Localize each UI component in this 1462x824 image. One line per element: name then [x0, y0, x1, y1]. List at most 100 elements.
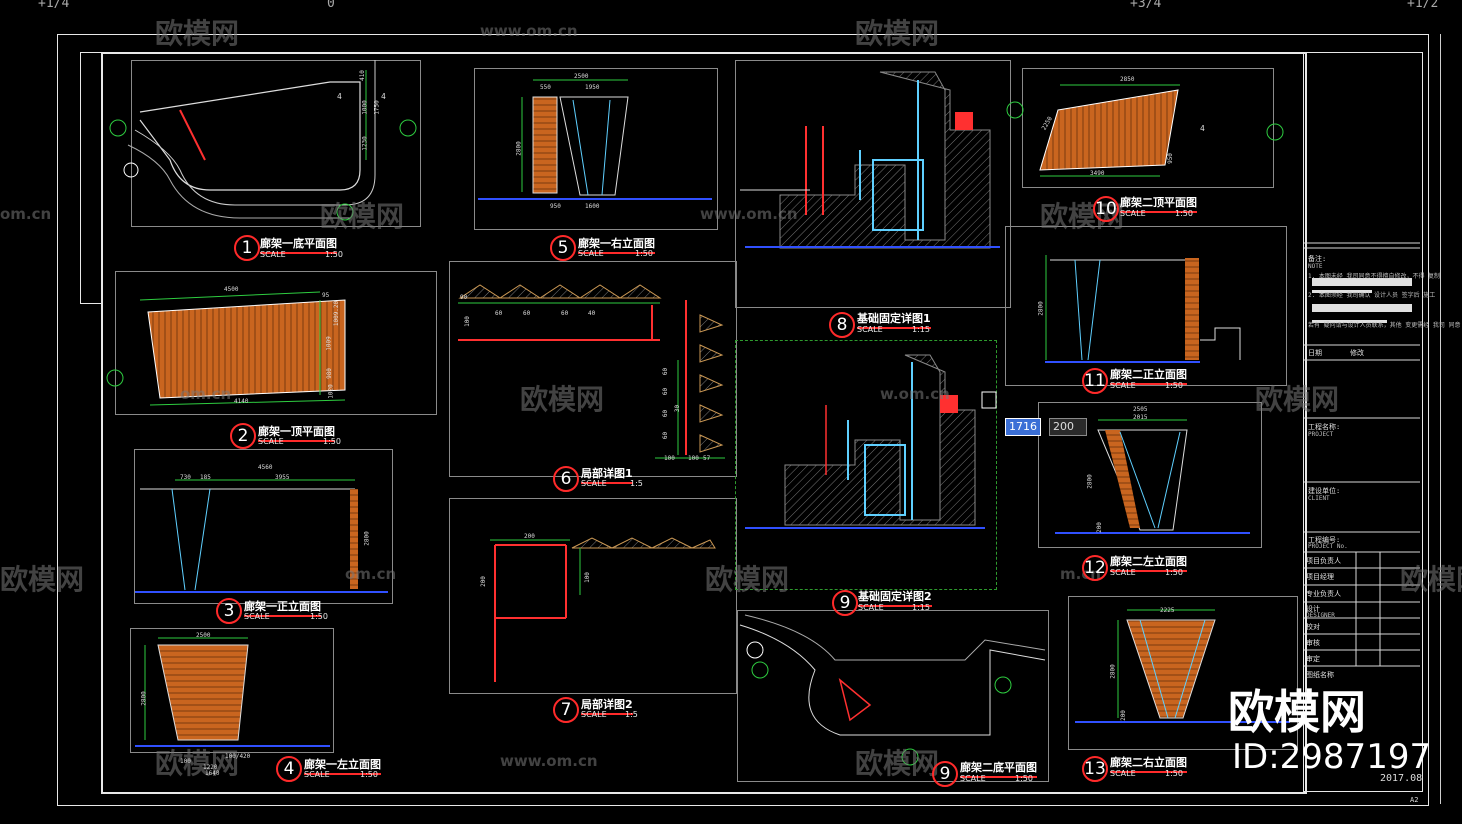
dim-7c: 100	[583, 572, 591, 583]
side-stamp-strip	[80, 52, 102, 304]
notes-label: 备注:	[1308, 255, 1327, 263]
role-7: 审定	[1306, 655, 1320, 663]
watermark-url-5: w.om.cn	[880, 385, 950, 403]
dim-3e: 2800	[363, 531, 371, 546]
dim-4e: 1640	[205, 770, 220, 777]
dim-5a: 2500	[574, 73, 589, 80]
right-edge-line	[1440, 34, 1441, 804]
row-label-date: 日期	[1308, 349, 1322, 357]
drawing-scale-6: 1:5	[630, 479, 643, 488]
project-no-en: PROJECT No.	[1308, 543, 1348, 550]
panel-3	[134, 449, 393, 604]
drawing-title-4: 廊架一左立面图	[304, 756, 381, 775]
dim-13b: 2800	[1109, 664, 1117, 679]
dim-1f: 4	[381, 92, 386, 101]
drawing-scale-label-1: SCALE	[260, 250, 286, 259]
dim-10c: 950	[1166, 153, 1174, 164]
panel-7	[449, 498, 737, 694]
dim-7b: 200	[479, 576, 487, 587]
project-name-label: 工程名称:	[1308, 423, 1341, 431]
drawing-scale-label-9b: SCALE	[960, 774, 986, 783]
panel-4	[130, 628, 334, 753]
dim-5c: 1950	[585, 84, 600, 91]
watermark-5: 欧模网	[520, 383, 605, 416]
watermark-8: 欧模网	[705, 563, 790, 596]
sheet-date: 2017.08	[1380, 773, 1423, 784]
panel-2	[115, 271, 437, 415]
drawing-scale-label-5: SCALE	[578, 249, 604, 258]
dim-2a: 4500	[224, 286, 239, 293]
dim-2f: 1020	[327, 384, 335, 399]
grid-label-3: +3/4	[1130, 0, 1162, 11]
dim-6h: 60	[662, 387, 670, 396]
drawing-title-3: 廊架一正立面图	[244, 598, 321, 617]
drawing-number-5: 5	[550, 235, 576, 261]
client-en: CLIENT	[1308, 495, 1330, 502]
drawing-number-13: 13	[1082, 756, 1108, 782]
drawing-number-9b: 9	[932, 761, 958, 787]
dim-4a: 2500	[196, 632, 211, 639]
grid-label-2: 0	[327, 0, 335, 11]
drawing-scale-3: 1:50	[310, 612, 328, 621]
dim-6e: 40	[588, 310, 596, 317]
dim-4f: 1220	[203, 764, 218, 771]
dim-4b: 2800	[140, 691, 148, 706]
watermark-6: 欧模网	[1255, 383, 1340, 416]
drawing-scale-5: 1:50	[635, 249, 653, 258]
dim-10e: 4	[1200, 124, 1205, 133]
watermark-2: 欧模网	[855, 17, 940, 50]
brand-id: ID:2987197	[1232, 737, 1432, 777]
dim-4d: 100/420	[225, 753, 251, 760]
watermark-url-2: om.cn	[0, 205, 52, 223]
dynamic-angle-input[interactable]: 200	[1049, 418, 1087, 436]
dim-12b: 2015	[1133, 414, 1148, 421]
role-1: 项目负责人	[1306, 557, 1341, 565]
dim-13c: 200	[1119, 710, 1127, 721]
client-label: 建设单位:	[1308, 487, 1341, 495]
drawing-scale-label-7: SCALE	[581, 710, 607, 719]
panel-11	[1005, 226, 1287, 386]
project-name-en: PROJECT	[1308, 431, 1334, 438]
drawing-number-8: 8	[829, 312, 855, 338]
plan1-outline	[139, 81, 361, 191]
dim-2d: 1009	[325, 336, 333, 351]
drawing-scale-4: 1:50	[360, 770, 378, 779]
drawing-title-6: 局部详图1	[581, 465, 633, 484]
dim-5b: 550	[540, 84, 551, 91]
drawing-number-4: 4	[276, 756, 302, 782]
dynamic-length-input[interactable]: 1716	[1005, 418, 1041, 436]
drawing-number-7: 7	[553, 697, 579, 723]
drawing-title-11: 廊架二正立面图	[1110, 366, 1187, 385]
drawing-number-9: 9	[832, 590, 858, 616]
row-label-rev: 修改	[1350, 349, 1364, 357]
watermark-1: 欧模网	[155, 17, 240, 50]
drawing-scale-9: 1:15	[912, 603, 930, 612]
dim-1c: 1230	[361, 136, 369, 151]
note-1: 1. 本图未经 我司同意不得擅自修改，不得 复制	[1308, 273, 1441, 280]
dim-6m: 57	[703, 455, 711, 462]
project-no-label: 工程编号:	[1308, 536, 1341, 544]
dim-1b: 1750	[373, 100, 381, 115]
panel-6	[449, 261, 737, 477]
panel-9-selected[interactable]	[735, 340, 997, 590]
note-3: 若有 疑问请与设计人员联系，其他 变更需经 我司 同意	[1308, 322, 1461, 329]
dim-6d: 60	[561, 310, 569, 317]
panel-13	[1068, 596, 1298, 750]
role-8: 图纸名称	[1306, 671, 1334, 679]
panel-9b	[737, 610, 1049, 782]
watermark-url-1: www.om.cn	[480, 22, 578, 40]
drawing-scale-label-13: SCALE	[1110, 769, 1136, 778]
panel-10	[1022, 68, 1274, 188]
drawing-scale-8: 1:15	[912, 325, 930, 334]
drawing-scale-13: 1:50	[1165, 769, 1183, 778]
panel-12	[1038, 402, 1262, 548]
watermark-url-4: om.cn	[180, 385, 232, 403]
watermark-url-8: www.om.cn	[500, 752, 598, 770]
role-3: 专业负责人	[1306, 590, 1341, 598]
drawing-scale-label-2: SCALE	[258, 437, 284, 446]
dim-4c: 100	[180, 758, 191, 765]
drawing-scale-1: 1:50	[325, 250, 343, 259]
dim-6b: 60	[495, 310, 503, 317]
dim-10a: 2850	[1120, 76, 1135, 83]
drawing-number-10: 10	[1093, 196, 1119, 222]
